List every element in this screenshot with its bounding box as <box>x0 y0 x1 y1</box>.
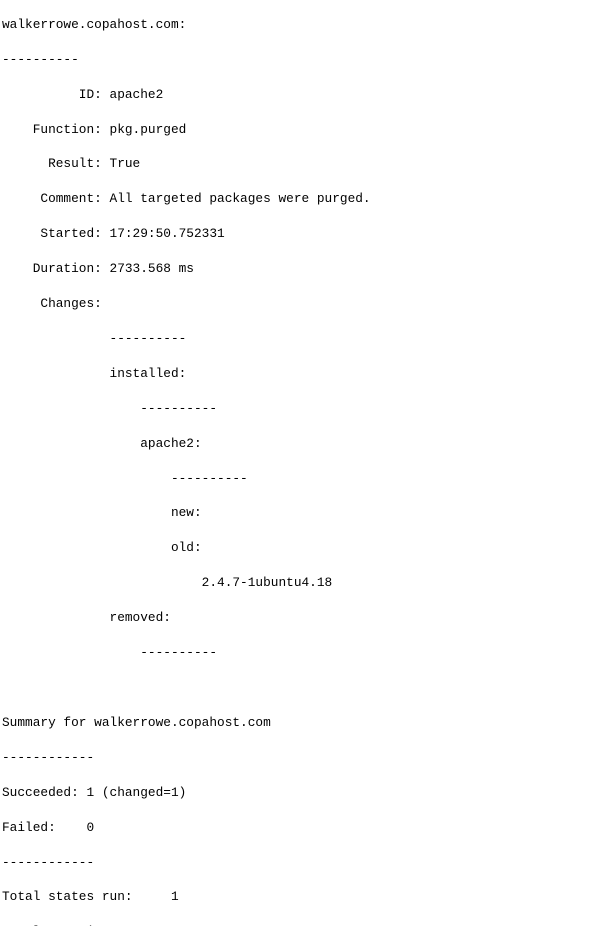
terminal-line: walkerrowe.copahost.com: <box>2 16 187 32</box>
terminal-line: removed: <box>2 610 171 626</box>
terminal-line: ------------ <box>2 854 95 870</box>
terminal-line: Comment: All targeted packages were purg… <box>2 191 371 207</box>
terminal-line: Succeeded: 1 (changed=1) <box>2 784 187 800</box>
terminal-line: Total states run: 1 <box>2 889 179 905</box>
terminal-line: Result: True <box>2 156 141 172</box>
terminal-line: Summary for walkerrowe.copahost.com <box>2 714 271 730</box>
terminal-line: Started: 17:29:50.752331 <box>2 226 225 242</box>
terminal-line: ---------- <box>2 470 248 486</box>
terminal-line: ------------ <box>2 749 95 765</box>
terminal-line: apache2: <box>2 435 202 451</box>
terminal-line: Function: pkg.purged <box>2 121 187 137</box>
terminal-line: ---------- <box>2 51 79 67</box>
terminal-line: ---------- <box>2 645 218 661</box>
terminal-line <box>2 679 610 696</box>
terminal-line: installed: <box>2 365 187 381</box>
terminal-line: ---------- <box>2 330 187 346</box>
terminal-line: Duration: 2733.568 ms <box>2 261 194 277</box>
terminal-line: Changes: <box>2 296 125 312</box>
terminal-line: 2.4.7-1ubuntu4.18 <box>2 575 333 591</box>
terminal-line: Failed: 0 <box>2 819 95 835</box>
terminal-line: old: <box>2 540 202 556</box>
terminal-line: Total run time: 2.734 s <box>2 923 610 926</box>
terminal-line: ID: apache2 <box>2 86 164 102</box>
terminal-output-pane[interactable]: walkerrowe.copahost.com: ---------- ID: … <box>0 12 610 926</box>
terminal-line: new: <box>2 505 202 521</box>
terminal-line: ---------- <box>2 400 218 416</box>
